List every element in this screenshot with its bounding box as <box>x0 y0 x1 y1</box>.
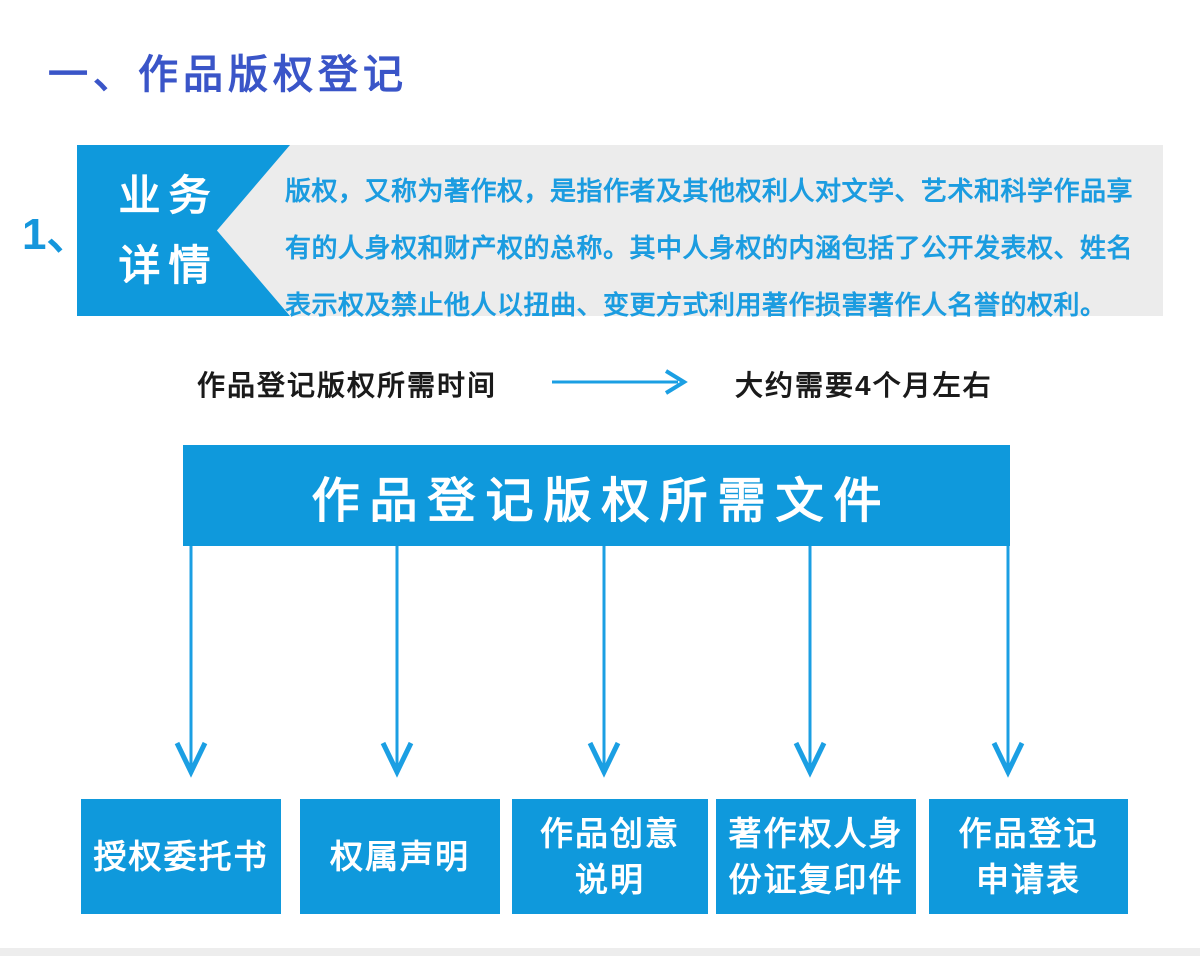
page-title: 一、作品版权登记 <box>48 53 408 97</box>
time-value: 大约需要4个月左右 <box>735 370 993 401</box>
doc-box-registration-form: 作品登记 申请表 <box>929 799 1128 914</box>
doc-box-label-line-1: 作品登记 <box>958 814 1099 852</box>
time-label: 作品登记版权所需时间 <box>197 370 498 401</box>
documents-header: 作品登记版权所需文件 <box>311 474 892 528</box>
down-arrow-icon <box>793 546 827 778</box>
doc-box-creative-description: 作品创意 说明 <box>512 799 708 914</box>
down-arrow-icon <box>380 546 414 778</box>
down-arrow-icon <box>174 546 208 778</box>
doc-box-label-line-2: 说明 <box>575 860 645 898</box>
doc-box-label-line-1: 著作权人身 <box>728 814 904 852</box>
doc-box-label-line-1: 作品创意 <box>540 814 680 852</box>
documents-header-banner: 作品登记版权所需文件 <box>183 445 1010 546</box>
doc-box-authorization-letter: 授权委托书 <box>81 799 281 914</box>
description-line-2: 有的人身权和财产权的总称。其中人身权的内涵包括了公开发表权、姓名 <box>285 233 1134 263</box>
description-line-1: 版权，又称为著作权，是指作者及其他权利人对文学、艺术和科学作品享 <box>285 176 1134 206</box>
doc-box-label-line-2: 申请表 <box>976 860 1081 898</box>
doc-box-label: 授权委托书 <box>93 837 269 875</box>
business-detail-panel: 版权，又称为著作权，是指作者及其他权利人对文学、艺术和科学作品享 有的人身权和财… <box>200 145 1163 320</box>
business-label-line-1: 业务 <box>118 171 219 219</box>
business-description: 版权，又称为著作权，是指作者及其他权利人对文学、艺术和科学作品享 有的人身权和财… <box>285 163 1143 334</box>
doc-box-label: 权属声明 <box>330 837 470 875</box>
description-line-3: 表示权及禁止他人以扭曲、变更方式利用著作损害著作人名誉的权利。 <box>285 290 1107 320</box>
doc-box-ownership-statement: 权属声明 <box>300 799 500 914</box>
down-arrow-icon <box>587 546 621 778</box>
footer-strip <box>0 948 1200 956</box>
down-arrow-icon <box>991 546 1025 778</box>
right-arrow-icon <box>552 369 688 395</box>
doc-box-id-copy: 著作权人身 份证复印件 <box>716 799 916 914</box>
business-label-line-2: 详情 <box>118 241 219 289</box>
doc-box-label-line-2: 份证复印件 <box>728 860 904 898</box>
